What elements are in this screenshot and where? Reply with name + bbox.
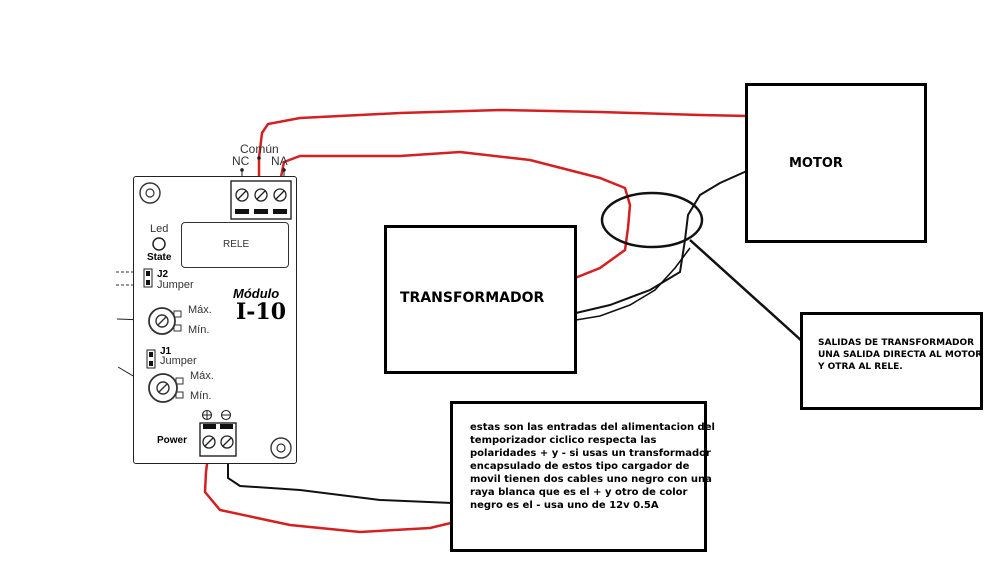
power-terminal-block <box>199 409 237 457</box>
led-icon <box>152 237 166 251</box>
min1-label: Mín. <box>188 324 210 336</box>
jumper-j2-icon <box>143 268 153 288</box>
outputs-note-line: Y OTRA AL RELE. <box>818 362 903 372</box>
power-note-line: raya blanca que es el + y otro de color <box>470 487 688 498</box>
trimmer1-icon <box>148 307 182 335</box>
black-wire-transformer-to-motor <box>575 169 750 314</box>
transformer-label: TRANSFORMADOR <box>400 290 545 306</box>
brand-line2: I-10 <box>236 299 287 325</box>
jumper1-label: Jumper <box>160 355 197 367</box>
relay-label: RELE <box>223 239 250 250</box>
red-wire-common-to-motor <box>257 108 750 180</box>
relay-terminal-block <box>230 180 292 220</box>
motor-box <box>745 83 927 243</box>
outputs-note-box <box>800 312 983 410</box>
max1-label: Máx. <box>188 304 212 316</box>
red-wire-power-plus <box>203 455 456 534</box>
mounting-hole-bottom-icon <box>270 437 292 459</box>
jumper-j1-icon <box>146 349 156 369</box>
led-label: Led <box>150 223 169 235</box>
state-label: State <box>147 252 172 263</box>
min2-label: Mín. <box>190 390 212 402</box>
nc-label: NC <box>232 154 250 168</box>
jumper2-label: Jumper <box>157 279 194 291</box>
common-leader-dot <box>257 156 261 160</box>
j2-label: J2 <box>157 269 169 280</box>
power-note-line: encapsulado de estos tipo cargador de <box>470 461 690 472</box>
outputs-note-line: SALIDAS DE TRANSFORMADOR <box>818 338 975 348</box>
power-note-line: movil tienen dos cables uno negro con un… <box>470 474 712 485</box>
black-wire-power-minus <box>227 456 453 504</box>
power-note-line: polaridades + y - si usas un transformad… <box>470 448 711 459</box>
outputs-note-line: UNA SALIDA DIRECTA AL MOTOR <box>818 350 983 360</box>
power-note-text: estas son las entradas del alimentacion … <box>470 421 715 512</box>
power-note-box <box>450 401 707 552</box>
transformer-box <box>384 225 577 374</box>
brand-line1: Módulo <box>233 286 280 301</box>
black-wire-transformer-to-motor-2 <box>575 247 691 321</box>
power-label: Power <box>157 435 188 446</box>
power-note-line: negro es el - usa uno de 12v 0.5A <box>470 500 659 511</box>
mounting-hole-top-icon <box>139 182 161 204</box>
red-wire-na-to-transformer <box>278 150 632 280</box>
motor-label: MOTOR <box>789 156 843 171</box>
na-label: NA <box>271 154 288 168</box>
power-note-line: temporizador ciclico respecta las <box>470 435 657 446</box>
max2-label: Máx. <box>190 370 214 382</box>
outputs-note-text: SALIDAS DE TRANSFORMADOR UNA SALIDA DIRE… <box>818 337 982 373</box>
j1-label: J1 <box>160 346 172 357</box>
comun-label: Común <box>240 142 279 156</box>
na-leader-dot <box>282 168 286 172</box>
trimmer2-icon <box>148 373 184 403</box>
callout-line <box>689 239 804 343</box>
nc-leader-dot <box>240 168 244 172</box>
power-note-line: estas son las entradas del alimentacion … <box>470 422 715 433</box>
relay-component <box>181 222 289 268</box>
wire-junction-ellipse <box>600 191 704 249</box>
